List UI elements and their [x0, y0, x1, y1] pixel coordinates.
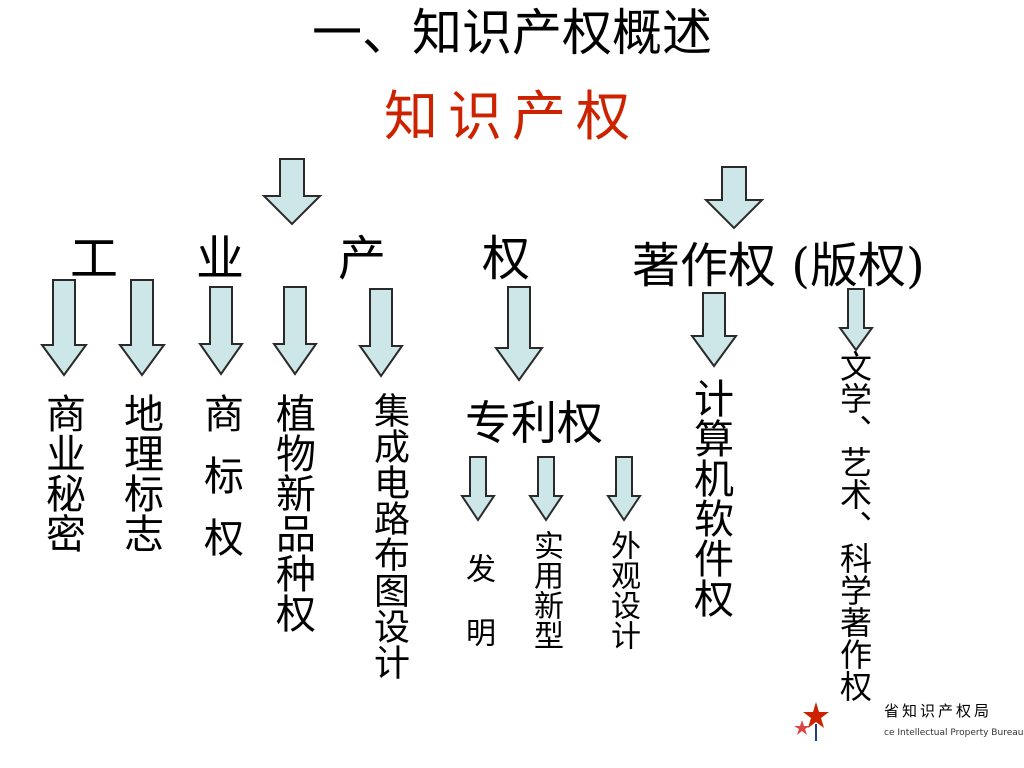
item-design: 外观设计 [605, 530, 640, 650]
footer-org-name: 省知识产权局 [884, 702, 993, 720]
arrow-to-ic-layout [358, 288, 404, 378]
item-plant-variety: 植物新品种权 [269, 393, 315, 633]
arrow-to-design [606, 456, 642, 522]
industrial-char-3: 产 [338, 231, 387, 287]
arrow-to-trade-secret [40, 279, 88, 377]
industrial-char-2: 业 [196, 231, 245, 287]
bureau-logo-icon [794, 702, 829, 741]
item-invention: 发明 [460, 553, 495, 681]
arrow-to-invention [460, 456, 496, 522]
arrow-to-plant-variety [272, 286, 318, 376]
arrow-to-copyright [703, 166, 765, 230]
item-geo-indication: 地理标志 [117, 393, 163, 553]
arrow-to-software [690, 292, 738, 368]
page-title: 一、知识产权概述 [312, 4, 712, 62]
arrow-to-industrial [261, 158, 323, 226]
industrial-char-4: 权 [482, 231, 531, 287]
copyright-label: 著作权 (版权) [632, 238, 925, 294]
footer-org-name-en: ce Intellectual Property Bureau [884, 728, 1024, 738]
item-trademark: 商标权 [197, 393, 243, 579]
item-software: 计算机软件权 [687, 378, 733, 618]
item-utility-model: 实用新型 [528, 530, 563, 650]
arrow-to-utility-model [528, 456, 564, 522]
arrow-to-works [838, 288, 874, 352]
item-ic-layout: 集成电路布图设计 [368, 392, 409, 680]
item-trade-secret: 商业秘密 [39, 393, 85, 553]
arrow-to-geo-indication [118, 279, 166, 377]
item-works: 文学、艺术、科学著作权 [835, 350, 873, 702]
diagram-root-label: 知识产权 [384, 85, 640, 148]
industrial-char-1: 工 [70, 231, 119, 287]
item-patent: 专利权 [465, 396, 603, 450]
arrow-to-patent [494, 286, 544, 382]
arrow-to-trademark [198, 286, 244, 376]
